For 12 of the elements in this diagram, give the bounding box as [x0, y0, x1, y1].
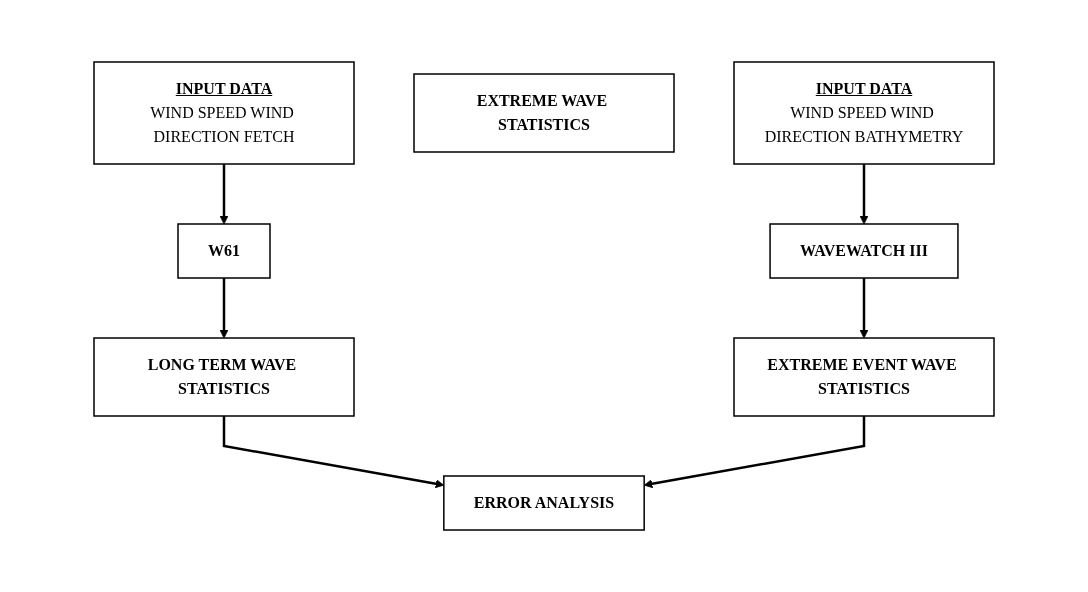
node-box: LONG TERM WAVE STATISTICS	[93, 337, 355, 417]
node-box: INPUT DATA WIND SPEED WIND DIRECTION FETCH	[93, 61, 355, 165]
node-box: INPUT DATA WIND SPEED WIND DIRECTION BATHYMETRY	[733, 61, 995, 165]
arrow	[219, 164, 229, 225]
node-box: W61	[177, 223, 271, 279]
arrow	[219, 278, 229, 339]
arrow	[859, 164, 869, 225]
arrow	[859, 278, 869, 339]
node-box: WAVEWATCH III	[769, 223, 959, 279]
node-box: EXTREME EVENT WAVE STATISTICS	[733, 337, 995, 417]
node-box: ERROR ANALYSIS	[443, 475, 645, 531]
node-box: EXTREME WAVE STATISTICS	[413, 73, 675, 153]
